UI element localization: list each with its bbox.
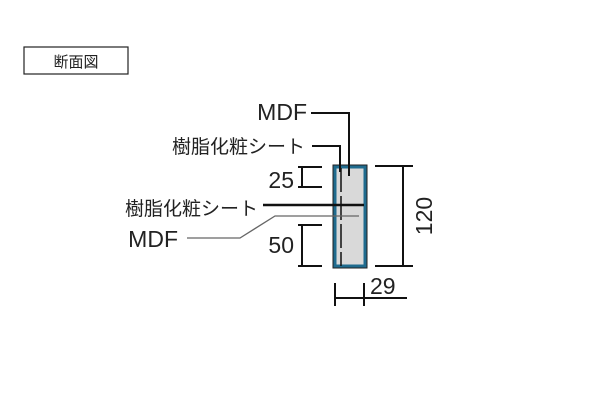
dim-29: 29 — [370, 273, 396, 299]
dim-120: 120 — [411, 197, 437, 235]
label-mdf-mid: MDF — [128, 226, 178, 252]
title: 断面図 — [53, 53, 98, 71]
label-mdf-top: MDF — [257, 99, 307, 125]
leader-sheet-top — [312, 145, 341, 172]
leader-mdf-mid — [187, 215, 359, 239]
dim-25: 25 — [268, 167, 294, 193]
label-sheet-top: 樹脂化粧シート — [172, 136, 305, 158]
label-sheet-mid: 樹脂化粧シート — [125, 198, 258, 220]
leader-mdf-top — [311, 112, 350, 176]
title-box — [23, 46, 129, 75]
dim-50: 50 — [268, 232, 294, 258]
